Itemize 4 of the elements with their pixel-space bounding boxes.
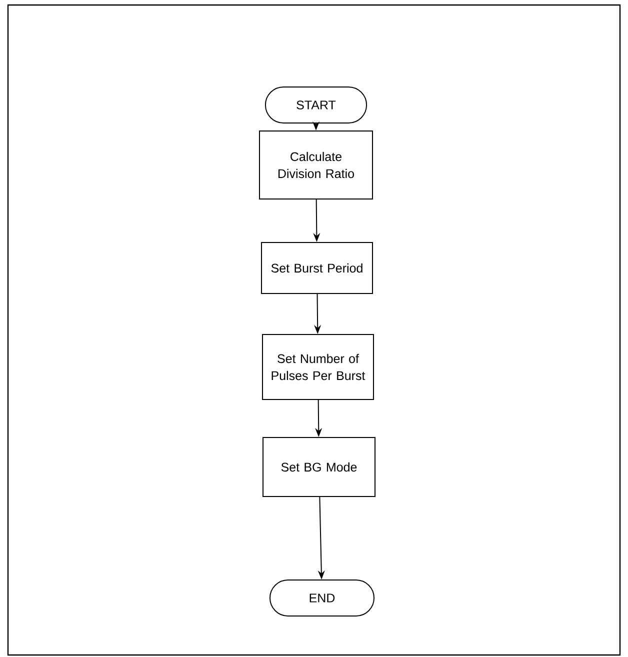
process-box: Calculate Division Ratio: [259, 130, 373, 200]
process-box: Set BG Mode: [262, 437, 376, 497]
process-box: Set Burst Period: [261, 242, 373, 294]
process-box: Set Number of Pulses Per Burst: [262, 334, 374, 400]
